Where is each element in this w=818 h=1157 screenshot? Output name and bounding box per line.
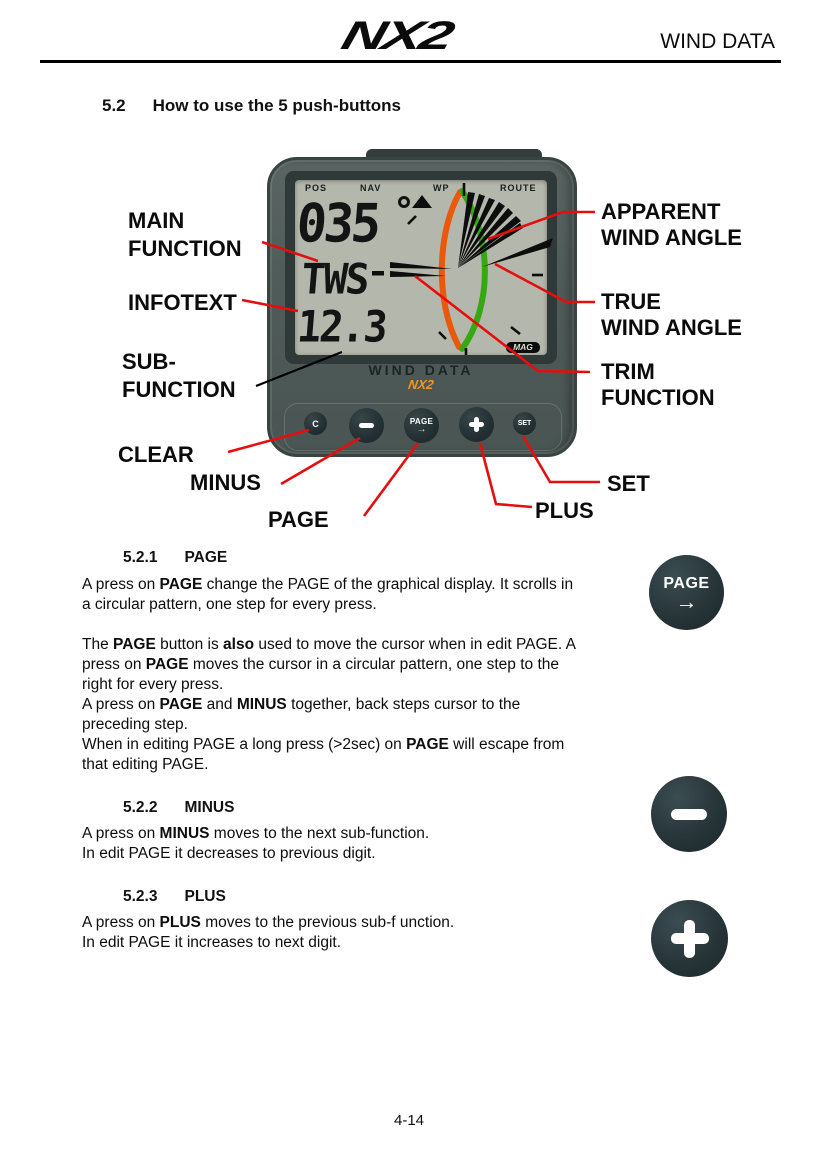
minus-button-illustration <box>651 776 727 852</box>
device-plus-button <box>459 407 494 442</box>
device-set-button-label: SET <box>517 420 532 427</box>
paragraph: A press on PAGE change the PAGE of the g… <box>82 576 574 613</box>
subsection-heading-plus: 5.2.3 PLUS <box>123 888 226 906</box>
minus-icon <box>359 423 374 428</box>
plus-icon <box>670 919 709 958</box>
figure-label-trim-function: TRIM FUNCTION <box>601 359 715 410</box>
lcd-infotext-value: TWS <box>299 255 370 305</box>
figure-label-set: SET <box>607 471 650 496</box>
device-brand-logo: NX2 <box>407 377 435 392</box>
figure-label-page: PAGE <box>268 507 329 532</box>
figure-label-true-wind-angle: TRUE WIND ANGLE <box>601 289 742 340</box>
device-clear-button: C <box>304 412 327 435</box>
lcd-main-value: 035 <box>294 192 381 255</box>
minus-icon <box>671 808 707 820</box>
lcd-sub-value: 12.3 <box>295 302 388 353</box>
subsection-heading-minus: 5.2.2 MINUS <box>123 799 234 817</box>
section-heading: 5.2 How to use the 5 push-buttons <box>102 96 401 116</box>
figure-label-infotext: INFOTEXT <box>128 290 237 315</box>
subsection-title: PAGE <box>184 549 228 566</box>
page-button-label: PAGE <box>663 574 710 592</box>
plus-button-illustration <box>651 900 728 977</box>
lcd-label-nav: NAV <box>360 183 382 193</box>
plus-icon <box>469 417 484 432</box>
arrow-right-icon: → <box>416 424 427 435</box>
device-product-name: WIND DATA <box>368 362 474 378</box>
device-page-button-label: PAGE <box>409 417 434 426</box>
lcd-label-wp: WP <box>433 183 450 193</box>
header-rule <box>40 60 781 63</box>
arrow-right-icon: → <box>675 588 698 614</box>
subsection-title: MINUS <box>184 799 235 816</box>
page-number: 4-14 <box>393 1112 425 1129</box>
device-minus-button <box>349 408 384 443</box>
device-clear-button-label: C <box>312 418 319 429</box>
device-page-button: PAGE → <box>404 408 439 443</box>
figure-label-sub-function: SUB- FUNCTION <box>122 349 236 402</box>
figure-label-minus: MINUS <box>190 470 261 495</box>
mag-badge: MAG <box>506 342 540 353</box>
paragraph: The PAGE button is also used to move the… <box>82 636 576 773</box>
brand-logo: NX2 <box>336 14 457 58</box>
figure-label-apparent-wind-angle: APPARENT WIND ANGLE <box>601 199 742 250</box>
section-number: 5.2 <box>102 96 126 115</box>
subsection-heading-page: 5.2.1 PAGE <box>123 549 227 567</box>
lcd-label-pos: POS <box>305 183 328 193</box>
subsection-number: 5.2.1 <box>123 549 158 566</box>
lcd-label-route: ROUTE <box>500 183 537 193</box>
section-title: How to use the 5 push-buttons <box>152 96 402 115</box>
page-button-illustration: PAGE → <box>649 555 724 630</box>
page-title: WIND DATA <box>660 30 775 53</box>
device-button-panel <box>284 403 562 451</box>
figure-label-plus: PLUS <box>535 498 594 523</box>
figure-label-clear: CLEAR <box>118 442 194 467</box>
paragraph: A press on PLUS moves to the previous su… <box>82 914 455 951</box>
paragraph: A press on MINUS moves to the next sub-f… <box>82 825 430 862</box>
subsection-number: 5.2.2 <box>123 799 158 816</box>
device-set-button: SET <box>513 412 536 435</box>
figure-label-main-function: MAIN FUNCTION <box>128 208 242 261</box>
subsection-title: PLUS <box>184 888 226 905</box>
subsection-number: 5.2.3 <box>123 888 158 905</box>
